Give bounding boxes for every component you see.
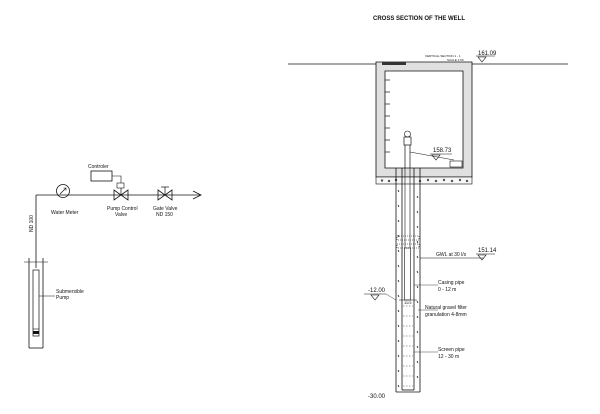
drawing-title: CROSS SECTION OF THE WELL xyxy=(373,16,465,22)
chamber-cover xyxy=(382,62,406,65)
well-cross-section: CROSS SECTION OF THE WELL VERTICAL SECTI… xyxy=(288,16,568,400)
casing-title: Casing pipe xyxy=(438,280,465,286)
gravel-range: granulation 4-8mm xyxy=(425,312,467,318)
screen-range: 12 - 30 m xyxy=(438,354,459,360)
level-triangle-icon xyxy=(477,56,487,63)
casing-range: 0 - 12 m xyxy=(438,287,456,293)
casing-end-level: -12.00 xyxy=(368,288,386,294)
pipe-size-label: ND 100 xyxy=(29,215,35,232)
pump-control-label-2: Valve xyxy=(115,212,127,218)
gwl-value: 151.14 xyxy=(478,248,497,254)
flow-arrow-icon xyxy=(192,190,202,200)
well-bore xyxy=(395,168,421,393)
gravel-title: Natural gravel filter xyxy=(425,305,467,311)
controller-label: Controler xyxy=(88,164,109,170)
depth-mark: 11/3 xyxy=(404,300,412,305)
submersible-pump-body xyxy=(32,269,40,337)
gwl-label: GWL at 30 l/s xyxy=(436,252,467,258)
well-pump xyxy=(404,247,411,301)
water-meter-label: Water Meter xyxy=(51,210,79,216)
valve-chamber xyxy=(375,61,473,178)
gate-valve-label-2: ND 150 xyxy=(156,212,173,218)
water-meter-icon xyxy=(56,184,70,198)
gravel-base xyxy=(375,176,473,185)
bottom-level: -30.00 xyxy=(368,394,386,400)
screen-title: Screen pipe xyxy=(438,347,465,353)
section-note-2: SCALE 1:50 xyxy=(447,58,464,62)
schematic-well xyxy=(24,258,48,349)
ground-level-value: 161.09 xyxy=(478,51,497,57)
controller-box xyxy=(90,170,113,182)
valve-actuator xyxy=(116,182,125,189)
gate-valve-label-1: Gate Valve xyxy=(153,206,178,212)
control-valve-icon xyxy=(113,188,129,201)
controller-signal-line xyxy=(112,175,122,183)
pump-schematic: Controler Water Meter Pump Control Valve xyxy=(24,164,202,349)
pump-label-2: Pump xyxy=(56,295,69,301)
pump-control-label-1: Pump Control xyxy=(107,206,138,212)
chamber-floor-value: 158.73 xyxy=(433,148,452,154)
section-note-1: VERTICAL SECTION 1 - 1 xyxy=(425,54,461,58)
pump-label-1: Submersible xyxy=(56,289,84,295)
gate-valve-icon xyxy=(157,186,173,201)
